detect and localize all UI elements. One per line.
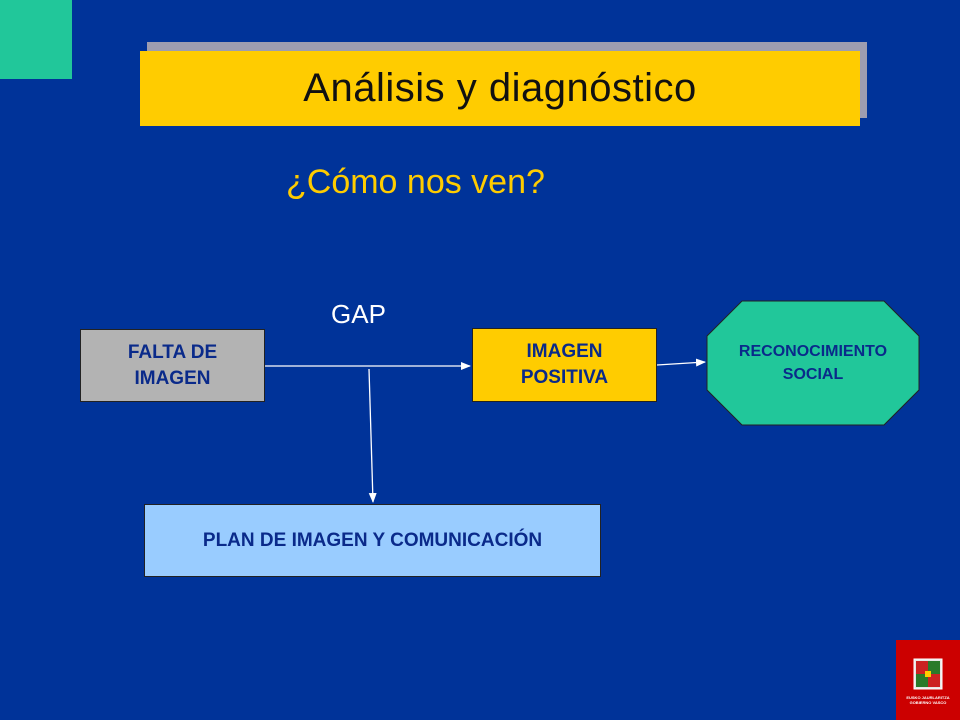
gobierno-vasco-logo: EUSKO JAURLARITZA GOBIERNO VASCO [896, 640, 960, 720]
slide-title: Análisis y diagnóstico [303, 66, 697, 110]
corner-accent-square [0, 0, 72, 79]
logo-caption: EUSKO JAURLARITZA GOBIERNO VASCO [900, 695, 956, 706]
slide-subtitle: ¿Cómo nos ven? [286, 163, 545, 201]
logo-line-2: GOBIERNO VASCO [909, 699, 947, 705]
title-banner: Análisis y diagnóstico [140, 51, 860, 126]
node-plan-label: PLAN DE IMAGEN Y COMUNICACIÓN [202, 529, 543, 551]
logo-line-1: EUSKO JAURLARITZA [906, 695, 950, 700]
arrow-imagen-to-reconocimiento [656, 358, 706, 367]
node-reconocimiento-octagon [706, 300, 920, 426]
coat-of-arms-icon [913, 658, 943, 690]
gap-label: GAP [331, 299, 386, 329]
node-falta-label: FALTA DE IMAGEN [127, 341, 218, 389]
node-reconocimiento-label: RECONOCIMIENTO SOCIAL [738, 342, 888, 383]
node-plan-de-imagen: PLAN DE IMAGEN Y COMUNICACIÓN [144, 504, 601, 577]
arrow-gap-to-plan [368, 368, 377, 503]
node-imagen-label: IMAGEN POSITIVA [520, 341, 609, 388]
node-imagen-positiva: IMAGEN POSITIVA [472, 328, 657, 402]
node-falta-de-imagen: FALTA DE IMAGEN [80, 329, 265, 402]
